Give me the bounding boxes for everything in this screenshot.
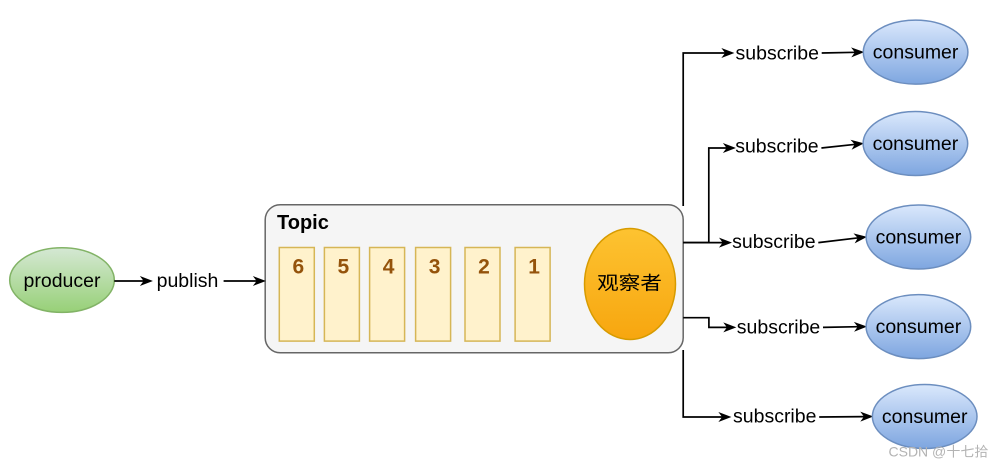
- svg-text:1: 1: [528, 255, 540, 278]
- svg-text:producer: producer: [24, 270, 101, 292]
- svg-text:publish: publish: [157, 270, 219, 292]
- svg-text:consumer: consumer: [876, 227, 962, 249]
- svg-text:Topic: Topic: [277, 212, 329, 234]
- svg-text:consumer: consumer: [882, 406, 968, 428]
- svg-text:subscribe: subscribe: [733, 406, 816, 428]
- svg-text:4: 4: [383, 255, 395, 278]
- svg-text:CSDN @: CSDN @: [889, 444, 947, 460]
- svg-text:subscribe: subscribe: [732, 231, 815, 253]
- svg-text:subscribe: subscribe: [736, 42, 819, 64]
- svg-text:5: 5: [338, 255, 350, 278]
- svg-text:subscribe: subscribe: [737, 316, 820, 338]
- svg-text:3: 3: [429, 255, 441, 278]
- svg-text:consumer: consumer: [876, 316, 962, 338]
- svg-text:6: 6: [292, 255, 304, 278]
- svg-text:subscribe: subscribe: [735, 135, 818, 157]
- svg-text:2: 2: [478, 255, 490, 278]
- svg-text:consumer: consumer: [873, 133, 959, 155]
- svg-text:consumer: consumer: [873, 42, 959, 64]
